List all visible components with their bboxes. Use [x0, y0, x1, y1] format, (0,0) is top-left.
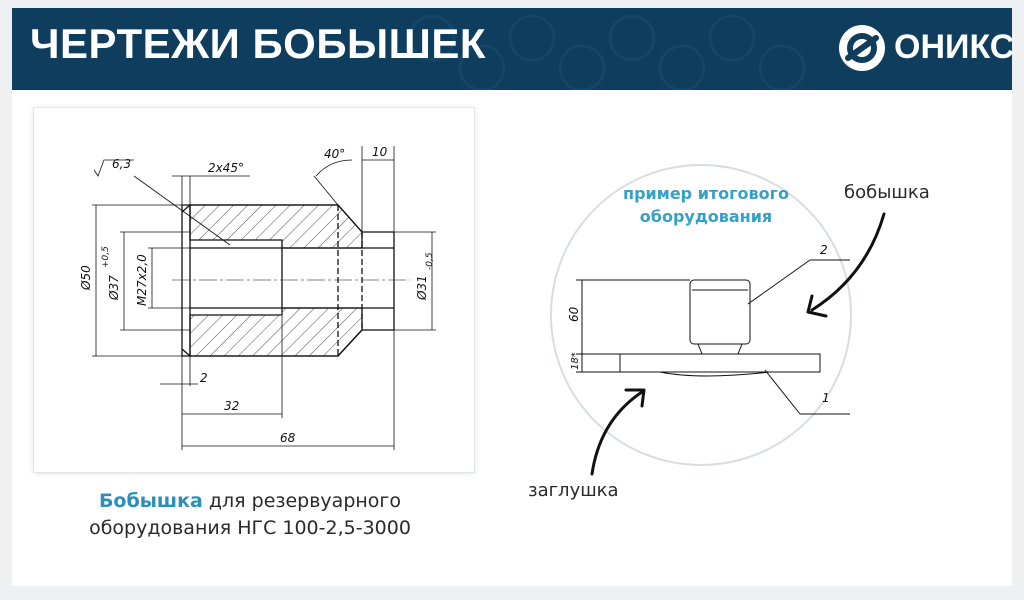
example-label: пример итогового оборудования: [623, 184, 789, 226]
caption-line1: для резервуарного: [202, 490, 402, 512]
dim-60-label: 60: [567, 306, 581, 322]
position-2-label: 2: [820, 243, 828, 257]
onyx-logo-icon: [839, 25, 885, 71]
callout-boss: бобышка: [844, 182, 930, 203]
dia-31-label: Ø31: [415, 275, 429, 301]
dim-68-label: 68: [280, 431, 296, 445]
page-title: ЧЕРТЕЖИ БОБЫШЕК: [30, 20, 486, 67]
dia-31-tol-label: -0,5: [425, 252, 435, 270]
dim-2-label: 2: [200, 371, 208, 385]
plug-arrow-head: [624, 388, 646, 408]
dim-18-label: 18*: [570, 352, 581, 370]
header-pattern: [408, 14, 806, 90]
position-1-label: 1: [822, 391, 830, 405]
roughness-label: 6,3: [112, 157, 131, 171]
dim-32-label: 32: [224, 399, 239, 413]
callout-plug: заглушка: [528, 480, 619, 501]
thread-label: М27х2,0: [135, 254, 149, 306]
dia-37-tol-label: +0,5: [101, 246, 111, 268]
boss-arrow-head: [806, 294, 828, 318]
drawing-caption: Бобышка для резервуарного оборудования Н…: [60, 488, 440, 542]
logo-text: ОНИКС: [894, 28, 1012, 66]
chamfer-label: 2x45°: [208, 161, 244, 175]
angle-label: 40°: [324, 147, 345, 161]
dia-37-label: Ø37: [107, 275, 121, 301]
caption-line2: оборудования НГС 100-2,5-3000: [89, 517, 411, 539]
dim-10-label: 10: [372, 145, 388, 159]
plug-arrow: [590, 390, 644, 476]
caption-highlight: Бобышка: [98, 490, 203, 512]
boss-arrow: [810, 212, 886, 312]
header-banner: ЧЕРТЕЖИ БОБЫШЕК ОНИКС: [12, 8, 1012, 90]
technical-drawing: 6,3 2x45° 40° 10 Ø50 Ø37 +0,5 М27х2,0 Ø3…: [34, 108, 474, 472]
dia-50-label: Ø50: [79, 265, 93, 291]
